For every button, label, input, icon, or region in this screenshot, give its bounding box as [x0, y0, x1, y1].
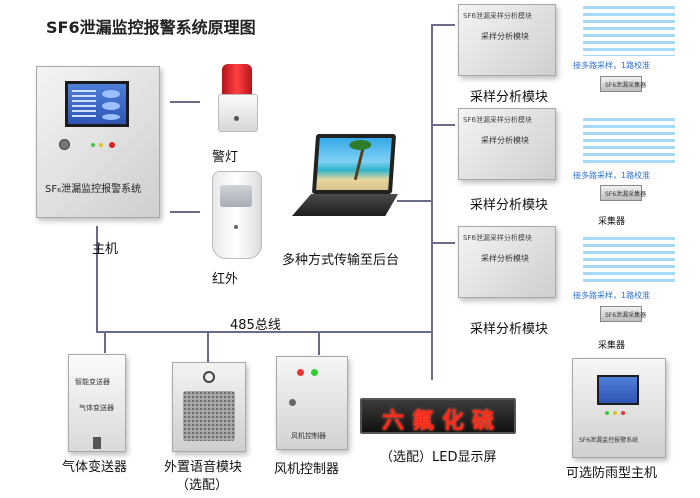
fan-indicator-red: [297, 369, 304, 376]
module-3-inner: 采样分析模块: [481, 254, 529, 263]
alarm-light-link: [170, 101, 200, 103]
host-cabinet: SF₆泄漏监控报警系统: [36, 66, 160, 218]
bus-line-main: [96, 331, 433, 333]
voice-module-caption-2: （选配）: [176, 478, 229, 493]
bus-caption: 485总线: [230, 318, 281, 333]
rainproof-screen: [597, 375, 639, 405]
fan-controller-face: 风机控制器: [291, 432, 326, 440]
infrared-sensor-icon: [210, 171, 264, 259]
rainproof-host: SF6泄漏监控报警系统: [572, 358, 666, 458]
module2-branch: [431, 124, 455, 126]
gas-transmitter-face-1: 智能变送器: [75, 378, 110, 386]
infrared-caption: 红外: [212, 272, 239, 287]
voice-module-drop: [207, 331, 209, 363]
screen-gauge-3: [102, 114, 120, 120]
host-panel-text: SF₆泄漏监控报警系统: [45, 184, 142, 195]
sampling-note-2: 接多路采样，1路校准: [573, 171, 651, 180]
laptop-icon: [292, 132, 402, 226]
collector-3: SF6泄漏采集器: [600, 306, 646, 322]
host-caption: 主机: [92, 242, 119, 257]
voice-speaker-grille: [183, 391, 235, 441]
module-2-inner: 采样分析模块: [481, 136, 529, 145]
sampling-module-3: SF6泄漏采样分析模块 采样分析模块: [458, 226, 556, 298]
host-knob[interactable]: [59, 139, 70, 150]
rainproof-led-2: [613, 411, 617, 415]
collector-3-caption: 采集器: [598, 341, 626, 351]
rainproof-host-caption: 可选防雨型主机: [566, 466, 658, 481]
module-3-caption: 采样分析模块: [470, 322, 549, 337]
trunk-vertical-line: [431, 24, 433, 380]
voice-logo-icon: [203, 371, 215, 383]
screen-list: [72, 90, 96, 118]
module-1-caption: 采样分析模块: [470, 90, 549, 105]
rainproof-led-1: [605, 411, 609, 415]
sampling-lines-1: [583, 6, 675, 56]
host-indicator-red: [109, 142, 115, 148]
module-1-tag: SF6泄漏采样分析模块: [463, 12, 532, 20]
sampling-lines-2: [583, 118, 675, 164]
led-display-text: 六氟化硫: [382, 409, 503, 434]
laptop-caption: 多种方式传输至后台: [282, 253, 400, 268]
host-screen: [65, 81, 129, 127]
module-1-inner: 采样分析模块: [481, 32, 529, 41]
screen-gauge-2: [102, 102, 120, 110]
rainproof-led-3: [621, 411, 625, 415]
collector-1: SF6泄漏采集器: [600, 76, 646, 92]
fan-switch[interactable]: [289, 399, 296, 406]
module3-branch: [431, 242, 455, 244]
laptop-link: [397, 200, 433, 202]
fan-indicator-green: [311, 369, 318, 376]
module-2-caption: 采样分析模块: [470, 198, 549, 213]
led-display: 六氟化硫: [360, 398, 516, 434]
voice-module-caption-1: 外置语音模块: [164, 460, 243, 475]
gas-transmitter-caption: 气体变送器: [62, 460, 128, 475]
led-screen-caption: （选配）LED显示屏: [380, 450, 497, 465]
fan-controller: 风机控制器: [276, 356, 348, 450]
host-indicator-yellow: [99, 143, 103, 147]
collector-1-tag: SF6泄漏采集器: [605, 82, 647, 89]
gas-transmitter-face-2: 气体变送器: [79, 404, 114, 412]
sampling-note-1: 接多路采样，1路校准: [573, 61, 651, 70]
fan-controller-drop: [318, 331, 320, 355]
collector-3-tag: SF6泄漏采集器: [605, 312, 647, 319]
alarm-light-caption: 警灯: [212, 150, 239, 165]
gas-transmitter-drop: [104, 331, 106, 353]
host-indicator-green: [91, 143, 95, 147]
sampling-module-2: SF6泄漏采样分析模块 采样分析模块: [458, 108, 556, 180]
fan-controller-caption: 风机控制器: [274, 462, 340, 477]
diagram-title: SF6泄漏监控报警系统原理图: [46, 18, 256, 37]
voice-module: [172, 362, 246, 452]
host-drop-line: [96, 226, 98, 333]
infrared-link: [170, 211, 200, 213]
alarm-light-icon: [212, 64, 262, 134]
collector-2: SF6泄漏采集器: [600, 185, 646, 201]
sampling-note-3: 接多路采样，1路校准: [573, 291, 651, 300]
rainproof-face: SF6泄漏监控报警系统: [579, 437, 639, 444]
screen-gauge-1: [102, 90, 120, 98]
module1-branch: [431, 24, 455, 26]
module-2-tag: SF6泄漏采样分析模块: [463, 116, 532, 124]
gas-transmitter: 智能变送器 气体变送器: [68, 354, 126, 452]
collector-2-tag: SF6泄漏采集器: [605, 191, 647, 198]
module-3-tag: SF6泄漏采样分析模块: [463, 234, 532, 242]
collector-2-caption: 采集器: [598, 217, 626, 227]
sampling-module-1: SF6泄漏采样分析模块 采样分析模块: [458, 4, 556, 76]
sampling-lines-3: [583, 237, 675, 285]
